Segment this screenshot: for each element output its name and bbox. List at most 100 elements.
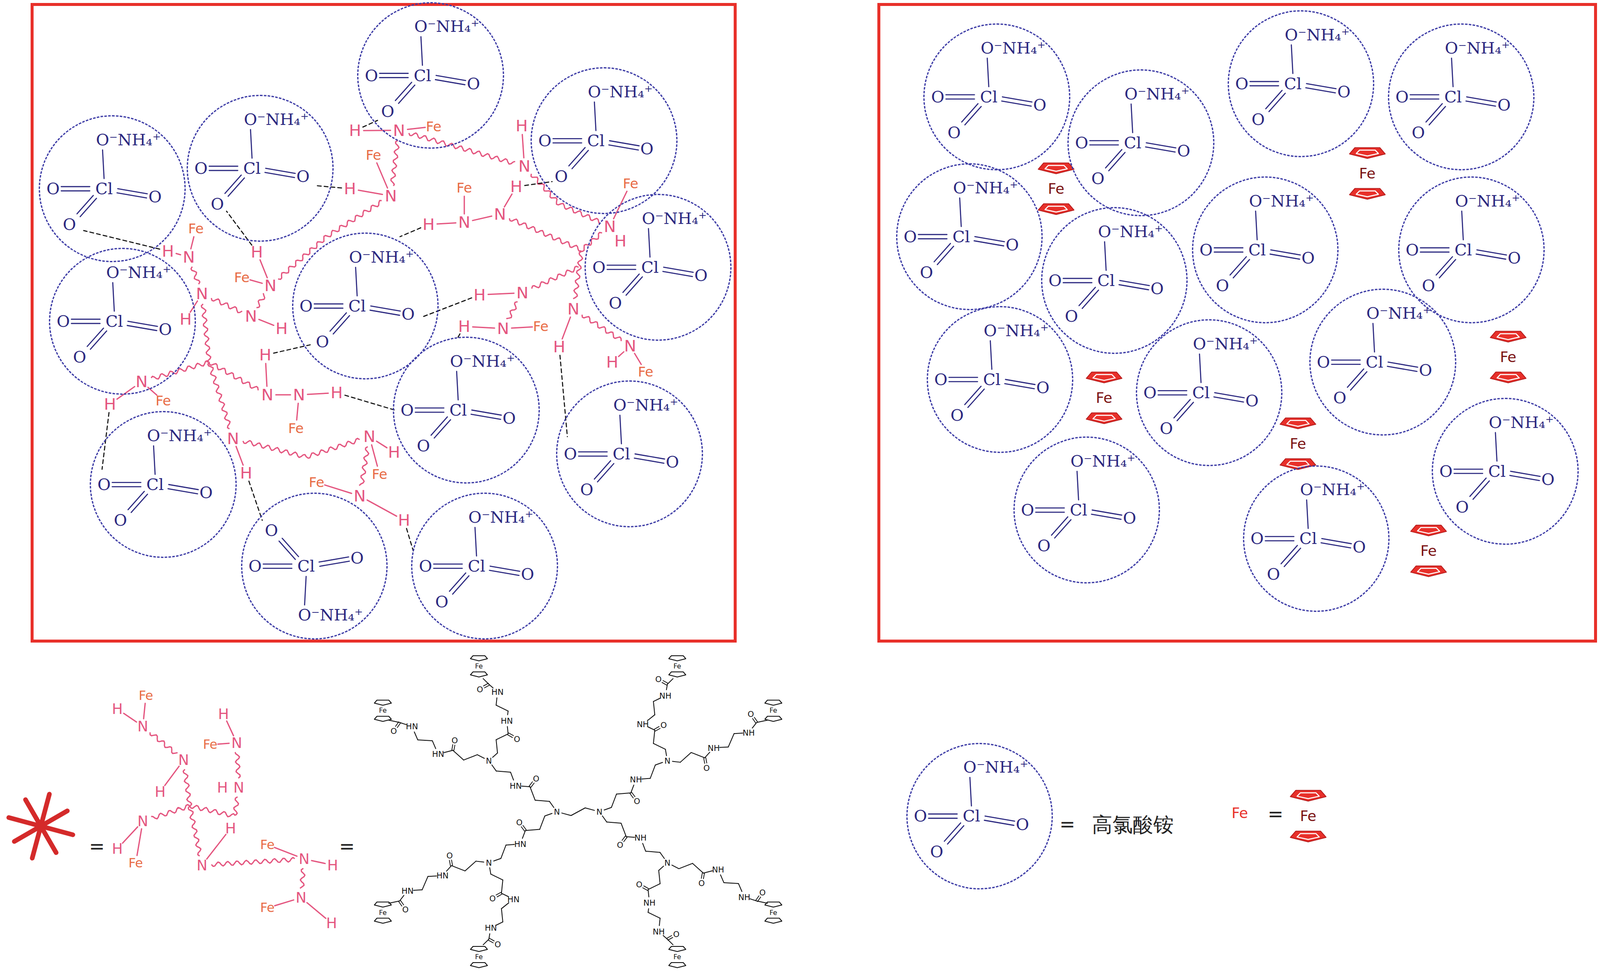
atom-label: HN (436, 871, 449, 880)
carbonyl-bond (642, 887, 648, 891)
dendrimer-backbone (278, 200, 382, 280)
atom-label: Cl (1299, 530, 1317, 547)
atom-label: HN (401, 886, 415, 895)
double-bond (314, 307, 343, 310)
double-bond (434, 419, 451, 439)
bond (505, 844, 515, 846)
atom-label: N (244, 308, 257, 325)
bond (501, 880, 503, 894)
perchlorate-circle: O⁻NH₄⁺OClOO (1135, 319, 1283, 467)
bond (265, 363, 267, 387)
double-bond (1454, 473, 1483, 475)
atom-label: O (608, 295, 622, 312)
cp-ring (668, 655, 686, 661)
cp-ring-highlight (1356, 150, 1379, 157)
atom-label: O (1033, 96, 1047, 114)
double-bond (1214, 251, 1243, 253)
atom-label: H (111, 701, 123, 717)
bond (376, 441, 387, 448)
bond (452, 750, 464, 761)
bond (496, 734, 508, 741)
legend-text: 高氯酸铵 (1092, 814, 1174, 835)
double-bond (1035, 511, 1065, 514)
bond (428, 876, 437, 877)
perchlorate-circle: O⁻NH₄⁺OClOO (1431, 397, 1579, 545)
single-bond (112, 282, 115, 312)
bond (604, 807, 612, 811)
double-bond (1214, 392, 1245, 398)
double-bond (379, 72, 409, 74)
single-bond (102, 150, 105, 179)
double-bond (1092, 510, 1122, 516)
ion-label: O⁻NH₄⁺ (147, 427, 213, 444)
atom-label: N (553, 808, 560, 817)
atom-label: O (919, 264, 934, 281)
bond (522, 830, 526, 839)
atom-label: HN (405, 722, 419, 731)
atom-label: N (195, 285, 208, 302)
cp-ring (764, 902, 782, 908)
perchlorate-circle: O⁻NH₄⁺OClOO (1191, 176, 1340, 324)
perchlorate-circle: O⁻NH₄⁺OClOO (411, 492, 559, 640)
bond (501, 908, 503, 922)
bond (522, 134, 525, 158)
perchlorate-circle: O⁻NH₄⁺OClOO (48, 247, 196, 395)
cp-ring (470, 672, 488, 678)
atom-label: H (217, 780, 229, 795)
carbonyl-bond (643, 886, 649, 889)
single-bond (1199, 354, 1202, 383)
atom-label: O (1507, 249, 1521, 267)
double-bond (80, 198, 97, 217)
bond (691, 752, 705, 758)
bond (324, 485, 352, 494)
hydrogen-bond (316, 185, 342, 188)
atom-label: O (698, 879, 705, 888)
atom-label: Cl (1444, 88, 1462, 105)
bond (260, 259, 268, 278)
cp-ring (374, 902, 392, 908)
double-bond (117, 188, 148, 194)
double-bond (974, 241, 1005, 247)
bond (206, 834, 226, 860)
atom-label: H (510, 178, 523, 195)
atom-label: Cl (587, 132, 605, 149)
carbonyl-bond (654, 726, 659, 730)
double-bond (436, 75, 466, 81)
atom-label: N (485, 859, 492, 868)
atom-label: O (494, 940, 501, 949)
atom-label: O (913, 808, 928, 825)
atom-label: NH (742, 729, 755, 738)
fe-label: Fe (769, 909, 778, 917)
single-bond (1104, 241, 1107, 271)
bond (465, 861, 477, 871)
bond (648, 889, 650, 897)
bond (275, 394, 291, 396)
atom-label: Cl (467, 558, 486, 575)
double-bond (435, 79, 466, 85)
bond (307, 393, 329, 395)
cp-ring (668, 962, 686, 968)
atom-label: O (73, 348, 87, 366)
atom-label: O (947, 124, 961, 141)
bond (311, 860, 326, 864)
bond (296, 403, 299, 420)
cp-ring (668, 672, 686, 678)
bond (648, 912, 661, 919)
fe-label: Fe (475, 663, 483, 670)
double-bond (597, 463, 614, 483)
single-bond (355, 267, 358, 296)
bond (752, 722, 757, 729)
fe-label: Fe (379, 707, 387, 715)
bond (489, 868, 491, 875)
perchlorate-circle: O⁻NH₄⁺OClOO (896, 163, 1044, 311)
bond (504, 193, 512, 207)
bond (358, 190, 383, 195)
single-bond (1077, 471, 1079, 500)
atom-label: O (533, 774, 540, 783)
bond (143, 703, 146, 719)
atom-label: N (384, 187, 397, 205)
double-bond (1350, 371, 1367, 391)
perchlorate-circle: O⁻NH₄⁺OClOO (292, 232, 440, 380)
carbonyl-bond (703, 873, 705, 880)
bond (491, 765, 497, 772)
